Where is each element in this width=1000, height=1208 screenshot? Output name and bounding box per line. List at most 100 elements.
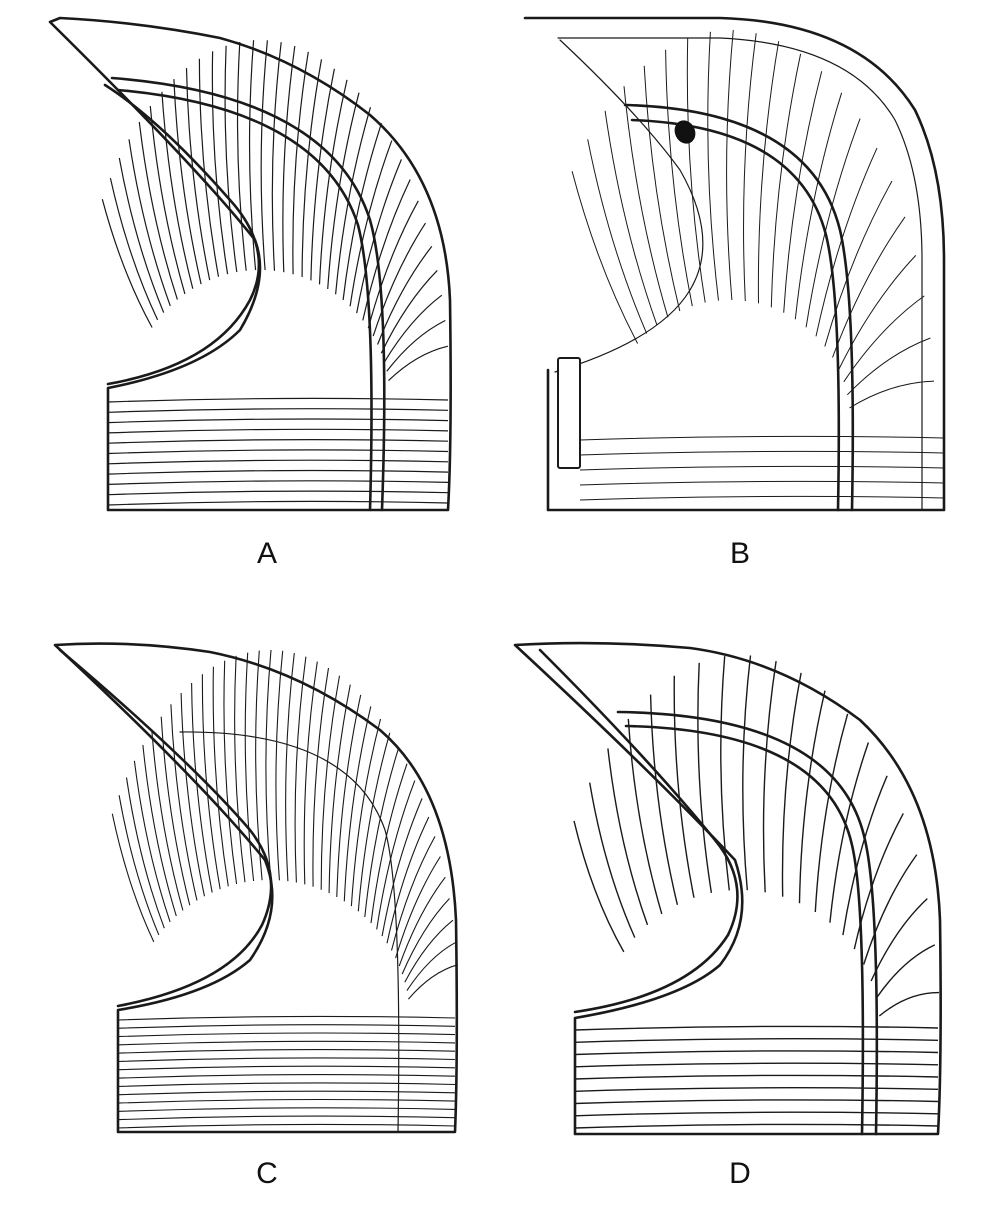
- frame-line: [170, 704, 198, 901]
- panel-b-inner-curve: [554, 39, 704, 373]
- frame-line: [107, 428, 449, 434]
- frame-line: [607, 748, 649, 926]
- frame-line: [356, 159, 402, 314]
- frame-line: [107, 469, 449, 475]
- frame-line: [133, 760, 171, 923]
- frame-line: [180, 692, 206, 897]
- frame-line: [643, 65, 681, 312]
- frame-line: [579, 495, 945, 501]
- frame-line: [271, 42, 282, 271]
- panel-a-frames: [101, 40, 449, 506]
- frame-line: [248, 40, 257, 271]
- frame-line: [604, 110, 658, 326]
- frame-line: [587, 139, 648, 334]
- frame-line: [107, 439, 449, 444]
- frame-line: [364, 747, 400, 918]
- frame-line: [707, 31, 719, 301]
- frame-line: [574, 1074, 939, 1080]
- frame-line: [849, 380, 935, 409]
- frame-line: [386, 319, 446, 372]
- frame-line: [574, 1099, 939, 1105]
- frame-line: [720, 656, 730, 891]
- frame-line: [743, 33, 757, 302]
- frame-line: [117, 1032, 456, 1038]
- frame-line: [107, 397, 449, 403]
- frame-line: [138, 121, 178, 300]
- frame-line: [349, 140, 393, 307]
- frame-line: [357, 732, 391, 912]
- panel-c-label: C: [256, 1157, 278, 1190]
- frame-line: [686, 38, 706, 303]
- frame-line: [574, 1025, 939, 1031]
- frame-line: [814, 713, 849, 913]
- frame-line: [109, 177, 159, 321]
- frame-line: [875, 944, 936, 999]
- frame-line: [191, 682, 213, 893]
- frame-line: [757, 41, 780, 304]
- frame-line: [726, 30, 734, 301]
- frame-line: [781, 672, 802, 897]
- frame-line: [846, 337, 931, 396]
- frame-line: [574, 1038, 939, 1043]
- frame-line: [318, 79, 348, 285]
- frame-line: [579, 435, 945, 441]
- frame-line: [301, 59, 323, 278]
- panel-a-frame-band-inner: [116, 88, 373, 512]
- frame-line: [589, 782, 636, 938]
- panel-b-frames: [571, 30, 945, 501]
- frame-line: [372, 222, 427, 337]
- frame-line: [151, 730, 184, 911]
- frame-line: [842, 775, 888, 936]
- frame-line: [117, 1057, 456, 1063]
- frame-line: [107, 449, 449, 455]
- frame-line: [107, 408, 449, 413]
- frame-line: [579, 465, 945, 471]
- frame-line: [117, 1082, 456, 1088]
- frame-line: [381, 798, 423, 937]
- frame-line: [224, 45, 238, 273]
- frame-line: [870, 898, 928, 982]
- frame-line: [118, 157, 165, 313]
- panel-d-frames: [573, 655, 940, 1129]
- panel-b-inner-rim: [557, 37, 923, 511]
- panel-a-inner-curve: [103, 83, 261, 386]
- frame-line: [829, 742, 870, 923]
- frame-line: [185, 68, 211, 281]
- frame-line: [843, 295, 925, 383]
- frame-line: [234, 655, 246, 883]
- frame-line: [292, 51, 309, 275]
- frame-line: [673, 675, 695, 898]
- frame-line: [149, 106, 186, 295]
- frame-line: [275, 650, 284, 881]
- frame-line: [571, 171, 639, 344]
- frame-line: [574, 1123, 939, 1129]
- frame-line: [649, 694, 679, 905]
- panel-c-frames: [111, 649, 459, 1129]
- frame-line: [574, 1087, 939, 1092]
- frame-line: [824, 180, 893, 347]
- panel-c-frame-band: [179, 731, 400, 1133]
- panel-d-outline: [513, 641, 942, 1136]
- panel-b-frame-band-inner: [630, 118, 841, 512]
- panel-b-drawing: [523, 16, 946, 512]
- frame-line: [742, 655, 752, 891]
- frame-line: [282, 46, 296, 273]
- frame-line: [367, 200, 419, 329]
- panel-c-outline: [53, 642, 459, 1134]
- frame-line: [117, 1115, 456, 1121]
- frame-line: [853, 813, 904, 950]
- frame-line: [161, 91, 194, 289]
- frame-line: [107, 418, 449, 424]
- frame-line: [815, 147, 878, 337]
- frame-line: [386, 816, 430, 944]
- frame-line: [335, 107, 372, 295]
- frame-line: [101, 199, 153, 328]
- frame-line: [117, 1123, 456, 1129]
- frame-line: [579, 480, 945, 486]
- frame-line: [390, 836, 436, 951]
- frame-line: [377, 246, 433, 345]
- frame-line: [117, 1049, 456, 1054]
- panel-b-outer-hull: [523, 16, 946, 512]
- frame-line: [117, 1098, 456, 1104]
